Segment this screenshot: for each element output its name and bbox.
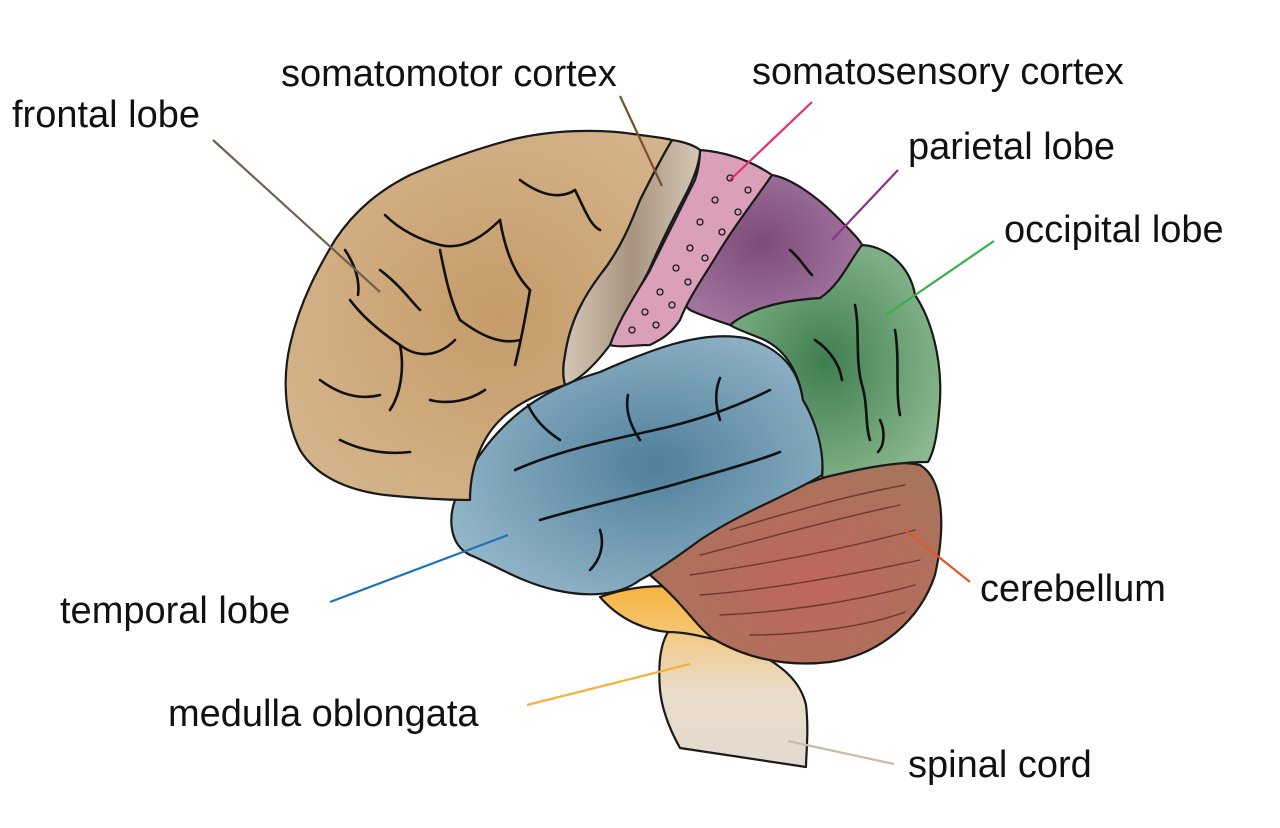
medulla-oblongata-leader: [526, 662, 691, 707]
frontal-lobe-leader: [212, 139, 381, 293]
parietal-lobe-leader: [831, 169, 899, 241]
somatosensory-cortex-leader: [729, 101, 813, 181]
somatosensory-dots: [628, 174, 752, 334]
occipital-lobe-leader: [885, 240, 995, 316]
parietal-lobe-label: parietal lobe: [908, 126, 1116, 168]
temporal-lobe-region: [450, 335, 824, 596]
leader-lines: [212, 95, 995, 766]
somatosensory-cortex-region: [608, 148, 774, 348]
cerebellum-leader: [904, 529, 971, 583]
temporal-lobe-leader: [329, 533, 509, 604]
spinal-cord-leader: [787, 739, 895, 766]
somatosensory-cortex-label: somatosensory cortex: [752, 51, 1124, 93]
frontal-lobe-region: [284, 129, 674, 502]
cerebellum-label: cerebellum: [980, 568, 1166, 610]
cerebellum-folds: [689, 484, 921, 636]
spinal-cord-label: spinal cord: [908, 744, 1092, 786]
frontal-lobe-label: frontal lobe: [12, 94, 201, 136]
occipital-lobe-sulci: [813, 303, 902, 454]
occipital-lobe-label: occipital lobe: [1004, 209, 1224, 251]
temporal-lobe-label: temporal lobe: [60, 590, 291, 632]
somatomotor-cortex-label: somatomotor cortex: [281, 53, 617, 95]
somatomotor-cortex-leader: [619, 95, 663, 187]
temporal-lobe-sulci: [513, 376, 782, 572]
frontal-lobe-sulci: [318, 178, 602, 455]
medulla-oblongata-label: medulla oblongata: [168, 693, 479, 735]
